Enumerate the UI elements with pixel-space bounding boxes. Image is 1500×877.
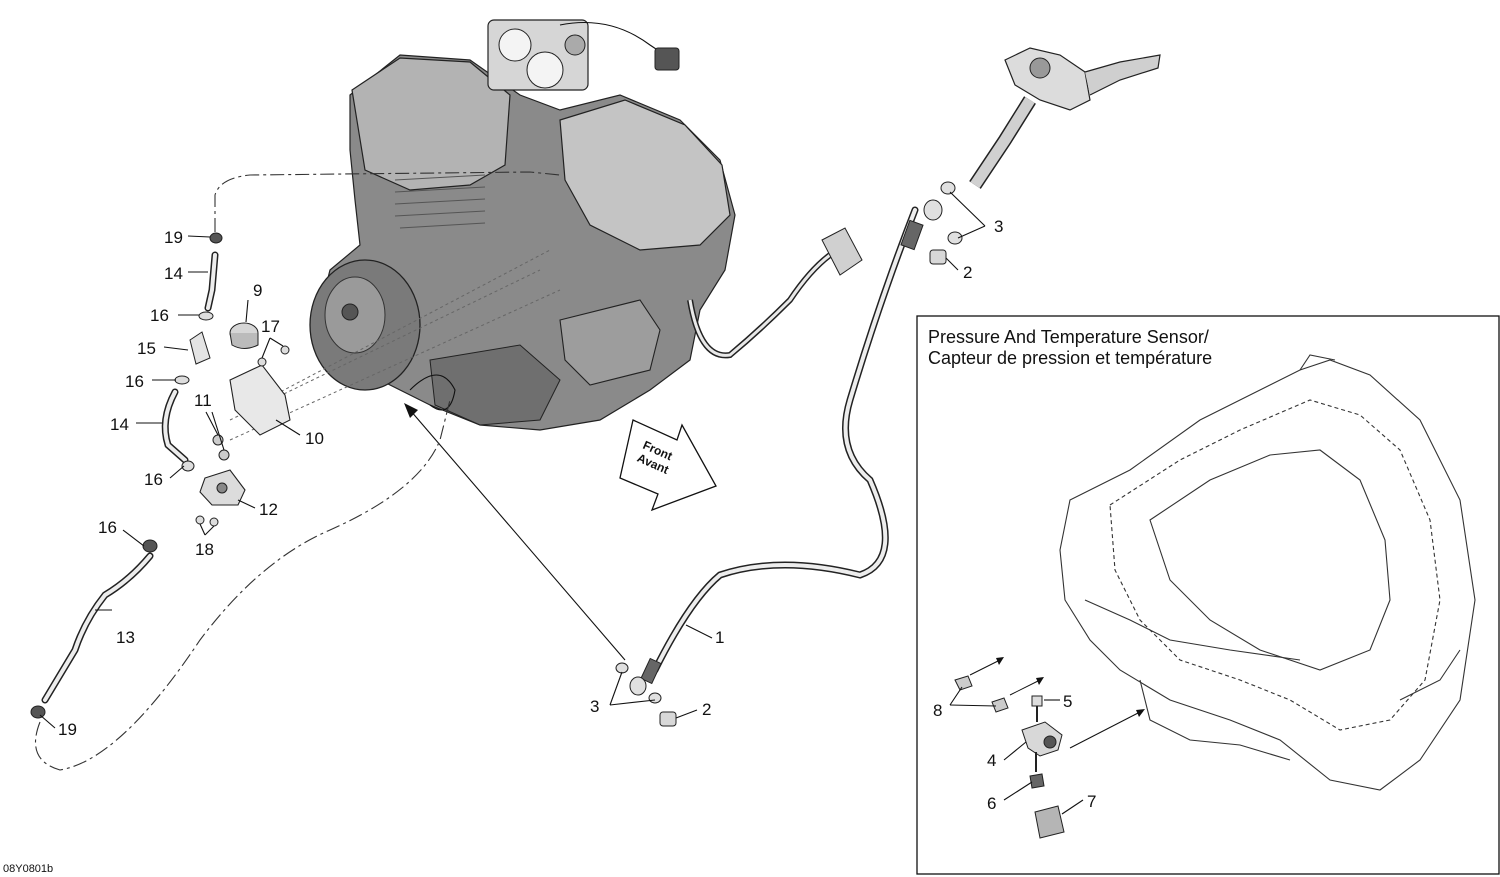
inset-title-line1: Pressure And Temperature Sensor/ (928, 327, 1209, 347)
inset-panel: Pressure And Temperature Sensor/ Capteur… (916, 315, 1500, 875)
banjo-fitting-bottom (615, 662, 677, 727)
callout-12: 12 (259, 500, 278, 519)
callout-13: 13 (116, 628, 135, 647)
callout-14-lower: 14 (110, 415, 129, 434)
callout-17: 17 (261, 317, 280, 336)
callout-3-bottom: 3 (590, 697, 599, 716)
sensor-components (954, 657, 1145, 839)
inset-title-line2: Capteur de pression et température (928, 348, 1212, 368)
left-hose-system (30, 171, 561, 771)
callout-14-top: 14 (164, 264, 183, 283)
callout-2-top: 2 (963, 263, 972, 282)
callout-6: 6 (987, 794, 996, 813)
callout-labels: 19 14 16 15 16 14 16 16 13 19 9 17 11 10… (58, 217, 1096, 813)
callout-10: 10 (305, 429, 324, 448)
callout-19-bottom: 19 (58, 720, 77, 739)
callout-16-c: 16 (144, 470, 163, 489)
assembly-arrow-engine (404, 403, 626, 661)
callout-11: 11 (194, 391, 212, 410)
callout-1: 1 (715, 628, 724, 647)
callout-16-b: 16 (125, 372, 144, 391)
brake-master-cylinder (969, 47, 1161, 189)
callout-16-a: 16 (150, 306, 169, 325)
callout-18: 18 (195, 540, 214, 559)
diagram-reference-code: 08Y0801b (3, 863, 53, 875)
callout-15: 15 (137, 339, 156, 358)
callout-16-d: 16 (98, 518, 117, 537)
front-direction-arrow: Front Avant (619, 419, 717, 512)
callout-2-bottom: 2 (702, 700, 711, 719)
cable-part-1 (640, 206, 924, 685)
airbox-outline (1059, 354, 1476, 791)
callout-9: 9 (253, 281, 262, 300)
engine-illustration (309, 19, 863, 431)
callout-5: 5 (1063, 692, 1072, 711)
callout-4: 4 (987, 751, 996, 770)
callout-8: 8 (933, 701, 942, 720)
callout-3-top: 3 (994, 217, 1003, 236)
banjo-fitting-top (923, 181, 963, 265)
leader-lines (39, 191, 1084, 815)
callout-7: 7 (1087, 792, 1096, 811)
callout-19-top: 19 (164, 228, 183, 247)
